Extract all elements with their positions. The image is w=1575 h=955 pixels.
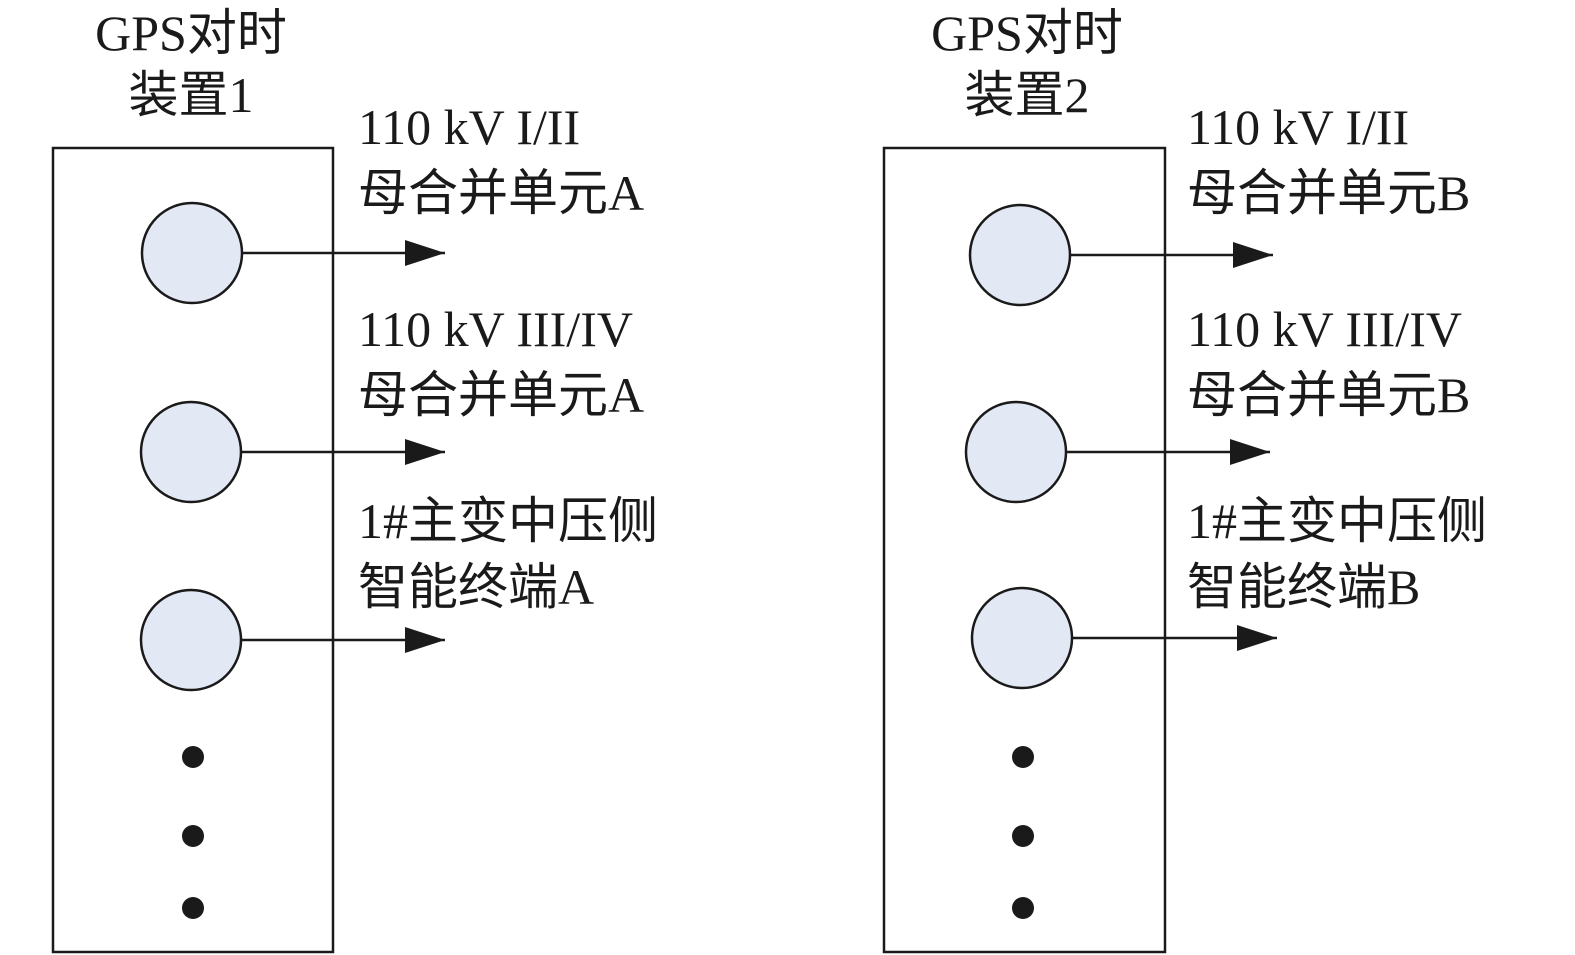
device-1	[51, 146, 445, 954]
device-1-box	[51, 146, 335, 954]
output-label-line1: 110 kV I/II	[1187, 99, 1410, 155]
device-1-output-label-1: 110 kV I/II 母合并单元A	[358, 94, 644, 226]
device-2-output-label-2: 110 kV III/IV 母合并单元B	[1187, 296, 1470, 428]
device-1-port-1	[140, 201, 244, 305]
device-2-box	[882, 146, 1167, 954]
output-label-line2: 智能终端B	[1187, 559, 1421, 615]
device-2-title-line1: GPS对时	[931, 5, 1123, 61]
device-1-ellipsis-dot	[182, 897, 204, 919]
output-label-line1: 110 kV III/IV	[1187, 301, 1462, 357]
device-2-port-2	[964, 400, 1068, 504]
device-2	[882, 146, 1277, 954]
device-2-port-1	[968, 203, 1072, 307]
device-1-port-2	[139, 400, 243, 504]
output-label-line2: 母合并单元B	[1187, 165, 1471, 221]
device-1-title-line1: GPS对时	[95, 5, 287, 61]
device-2-ellipsis-dot	[1012, 825, 1034, 847]
output-label-line1: 110 kV I/II	[358, 99, 581, 155]
device-2-title: GPS对时 装置2	[897, 2, 1157, 126]
device-1-output-label-3: 1#主变中压侧 智能终端A	[358, 488, 658, 620]
device-2-output-label-1: 110 kV I/II 母合并单元B	[1187, 94, 1470, 226]
device-2-port-3	[970, 586, 1074, 690]
device-1-output-label-2: 110 kV III/IV 母合并单元A	[358, 296, 644, 428]
device-1-ellipsis-dot	[182, 825, 204, 847]
device-2-output-label-3: 1#主变中压侧 智能终端B	[1187, 488, 1487, 620]
device-2-title-line2: 装置2	[964, 67, 1090, 123]
device-1-title: GPS对时 装置1	[61, 2, 321, 126]
output-label-line2: 母合并单元B	[1187, 367, 1471, 423]
output-label-line2: 智能终端A	[358, 559, 595, 615]
device-2-ellipsis-dot	[1012, 897, 1034, 919]
output-label-line1: 1#主变中压侧	[358, 493, 658, 549]
output-label-line2: 母合并单元A	[358, 165, 645, 221]
device-1-title-line2: 装置1	[128, 67, 254, 123]
output-label-line1: 1#主变中压侧	[1187, 493, 1487, 549]
output-label-line2: 母合并单元A	[358, 367, 645, 423]
device-2-ellipsis-dot	[1012, 746, 1034, 768]
device-1-ellipsis-dot	[182, 746, 204, 768]
device-1-port-3	[139, 588, 243, 692]
output-label-line1: 110 kV III/IV	[358, 301, 633, 357]
